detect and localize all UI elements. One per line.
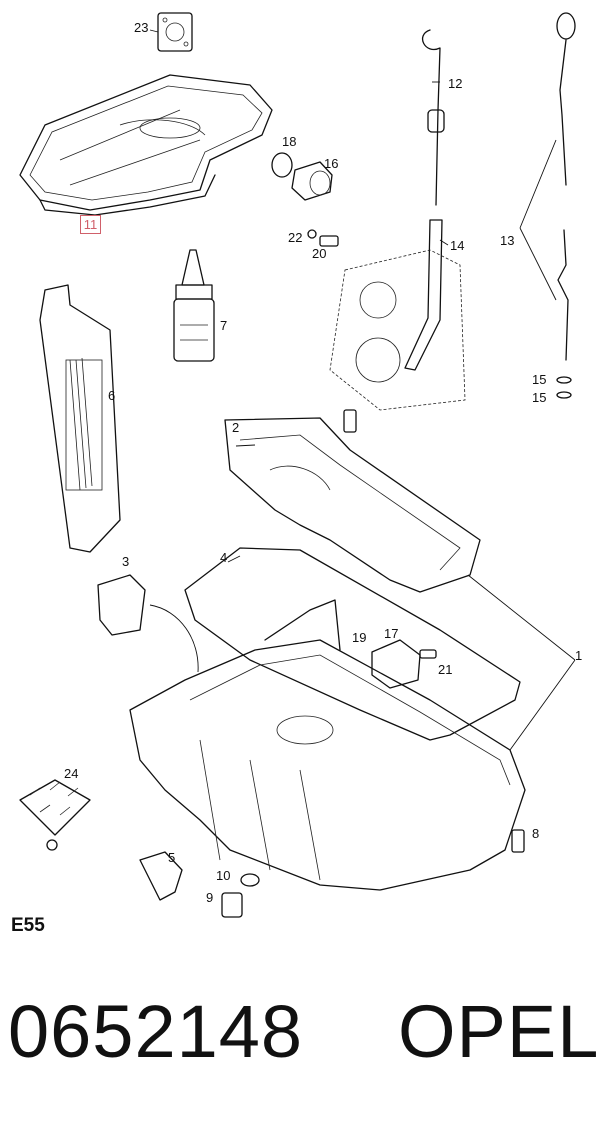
callout-21: 21 bbox=[438, 662, 452, 677]
callout-10: 10 bbox=[216, 868, 230, 883]
exploded-parts-diagram: 1 2 3 4 5 6 7 8 9 10 12 13 14 15 15 16 1… bbox=[19, 12, 582, 918]
part-18-o-ring bbox=[271, 152, 293, 178]
engine-block-outline bbox=[329, 249, 466, 411]
callout-8: 8 bbox=[532, 826, 539, 841]
part-5-bolt bbox=[139, 851, 183, 901]
callout-16: 16 bbox=[324, 156, 338, 171]
callout-22: 22 bbox=[288, 230, 302, 245]
callout-6: 6 bbox=[108, 388, 115, 403]
callout-4: 4 bbox=[220, 550, 227, 565]
callout-13: 13 bbox=[500, 233, 514, 248]
callout-23: 23 bbox=[134, 20, 148, 35]
callout-2: 2 bbox=[232, 420, 239, 435]
part-11-oil-pan bbox=[19, 74, 273, 216]
callout-9: 9 bbox=[206, 890, 213, 905]
brand-name: OPEL bbox=[398, 990, 600, 1073]
part-2-bolt bbox=[343, 409, 357, 433]
callout-7: 7 bbox=[220, 318, 227, 333]
part-16-sensor bbox=[291, 161, 333, 201]
part-14-dipstick-tube bbox=[404, 219, 443, 371]
part-21-bolt bbox=[419, 649, 437, 659]
part-20-bolt bbox=[307, 229, 339, 247]
part-2-baffle-plate bbox=[224, 417, 481, 593]
part-3-clip bbox=[97, 574, 199, 673]
highlighted-callout-frame[interactable] bbox=[80, 215, 101, 234]
part-7-sealant-bottle bbox=[173, 249, 215, 362]
callout-5: 5 bbox=[168, 850, 175, 865]
callout-11-highlighted[interactable]: 11 bbox=[83, 217, 98, 232]
part-9-drain-plug bbox=[221, 892, 243, 918]
leader-lines bbox=[149, 29, 576, 751]
section-code: E55 bbox=[11, 915, 45, 936]
part-24-clips bbox=[19, 779, 91, 851]
callout-19: 19 bbox=[352, 630, 366, 645]
callout-18: 18 bbox=[282, 134, 296, 149]
callout-24: 24 bbox=[64, 766, 78, 781]
part-23-gasket bbox=[157, 12, 193, 52]
callout-3: 3 bbox=[122, 554, 129, 569]
part-15-washers bbox=[556, 376, 572, 399]
part-12-dipstick bbox=[421, 29, 445, 206]
part-19-gasket bbox=[371, 639, 421, 689]
part-8-bolt bbox=[511, 829, 525, 853]
callout-14: 14 bbox=[450, 238, 464, 253]
callout-15-a: 15 bbox=[532, 372, 546, 387]
part-number: 0652148 bbox=[8, 990, 304, 1073]
part-1-oil-pan bbox=[129, 599, 526, 891]
part-4-gasket bbox=[184, 547, 521, 741]
part-6-sealant-tube bbox=[39, 284, 121, 553]
part-13-dipstick-long bbox=[556, 12, 576, 361]
callout-20: 20 bbox=[312, 246, 326, 261]
part-10-washer bbox=[240, 873, 260, 887]
callout-17: 17 bbox=[384, 626, 398, 641]
callout-15-b: 15 bbox=[532, 390, 546, 405]
callout-1: 1 bbox=[575, 648, 582, 663]
callout-12: 12 bbox=[448, 76, 462, 91]
